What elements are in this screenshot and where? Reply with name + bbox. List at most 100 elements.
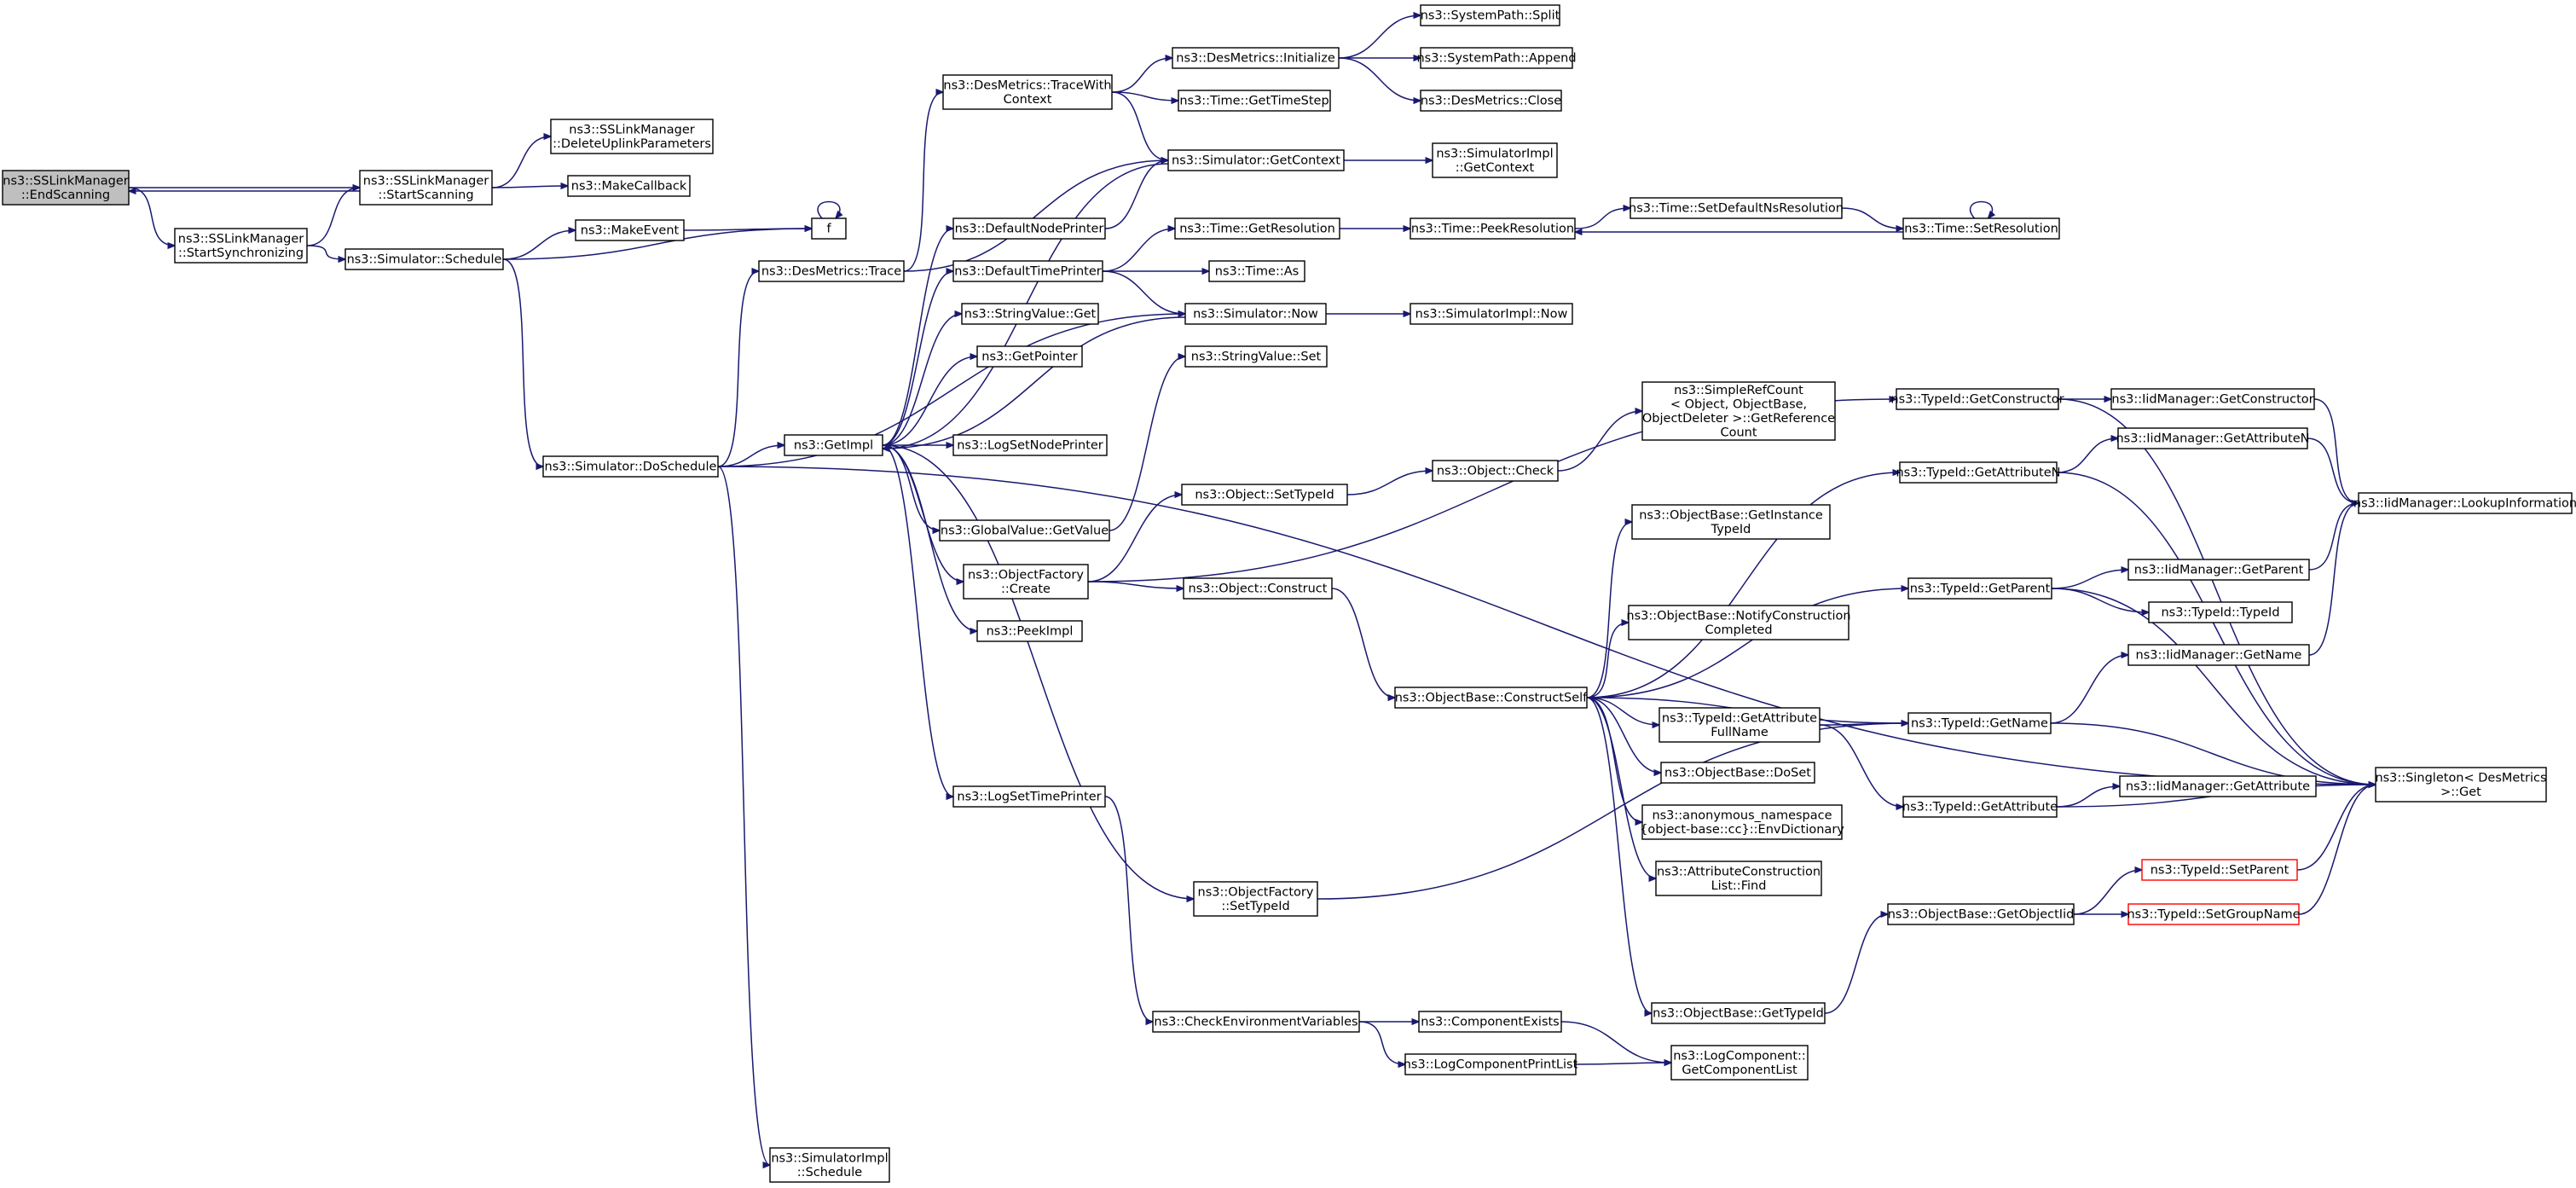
node-box[interactable] [1432,142,1558,178]
node-tiset-group-name[interactable]: ns3::TypeId::SetGroupName [2127,903,2301,925]
node-box[interactable] [1208,260,1305,282]
node-box[interactable] [2127,559,2310,581]
node-sys-append[interactable]: ns3::SystemPath::Append [1416,47,1577,69]
node-box[interactable] [2119,775,2317,797]
node-obget-object-iid[interactable]: ns3::ObjectBase::GetObjectIid [1887,903,2075,925]
node-make-event[interactable]: ns3::MakeEvent [575,219,685,241]
node-box[interactable] [1184,345,1328,368]
node-des-trace[interactable]: ns3::DesMetrics::Trace [758,260,905,282]
node-box[interactable] [1167,149,1345,171]
node-box[interactable] [2127,644,2310,666]
node-box[interactable] [939,519,1110,542]
node-iid-get-attribute-n[interactable]: ns3::IidManager::GetAttributeN [2116,427,2310,449]
node-get-resolution[interactable]: ns3::Time::GetResolution [1174,217,1340,240]
node-obdo-set[interactable]: ns3::ObjectBase::DoSet [1660,762,1815,784]
node-singleton-get[interactable]: ns3::Singleton< DesMetrics>::Get [2375,767,2547,803]
node-box[interactable] [575,219,685,241]
node-box[interactable] [1899,461,2058,484]
node-box[interactable] [550,119,714,154]
node-delete-uplink-parameters[interactable]: ns3::SSLinkManager::DeleteUplinkParamete… [550,119,714,154]
node-des-close[interactable]: ns3::DesMetrics::Close [1420,90,1562,112]
node-get-time-step[interactable]: ns3::Time::GetTimeStep [1178,90,1331,112]
node-box[interactable] [1183,577,1333,600]
node-box[interactable] [1641,381,1836,441]
node-box[interactable] [976,620,1083,642]
node-box[interactable] [942,74,1113,110]
node-des-init[interactable]: ns3::DesMetrics::Initialize [1172,47,1340,69]
node-log-comp-print-list[interactable]: ns3::LogComponentPrintList [1404,1053,1578,1075]
node-box[interactable] [1174,217,1340,240]
node-start-scanning[interactable]: ns3::SSLinkManager::StartScanning [359,170,493,206]
node-box[interactable] [952,217,1106,240]
node-box[interactable] [1658,707,1821,743]
node-construct-self[interactable]: ns3::ObjectBase::ConstructSelf [1394,687,1588,709]
node-tiset-parent[interactable]: ns3::TypeId::SetParent [2141,859,2298,881]
node-box[interactable] [1410,217,1576,240]
node-box[interactable] [2148,601,2293,623]
node-iid-get-attribute[interactable]: ns3::IidManager::GetAttribute [2119,775,2317,797]
node-iid-lookup[interactable]: ns3::IidManager::LookupInformation [2353,492,2576,514]
node-box[interactable] [1420,90,1562,112]
node-check-env[interactable]: ns3::CheckEnvironmentVariables [1152,1011,1360,1033]
node-ofcreate[interactable]: ns3::ObjectFactory::Create [963,564,1089,600]
node-box[interactable] [542,455,719,478]
node-def-time-printer[interactable]: ns3::DefaultTimePrinter [952,260,1103,282]
node-box[interactable] [1628,605,1850,640]
node-ref-count[interactable]: ns3::SimpleRefCount< Object, ObjectBase,… [1641,381,1836,441]
node-box[interactable] [1394,687,1588,709]
node-box[interactable] [1902,796,2058,818]
node-iid-get-parent[interactable]: ns3::IidManager::GetParent [2127,559,2310,581]
node-impl-schedule[interactable]: ns3::SimulatorImpl::Schedule [769,1147,890,1183]
node-sim-now[interactable]: ns3::Simulator::Now [1184,303,1327,325]
node-box[interactable] [1184,303,1327,325]
node-set-default-ns[interactable]: ns3::Time::SetDefaultNsResolution [1629,197,1844,219]
node-get-impl[interactable]: ns3::GetImpl [784,434,883,456]
node-box[interactable] [1404,1053,1577,1075]
node-box[interactable] [1420,47,1573,69]
node-box[interactable] [811,217,847,240]
node-box[interactable] [1432,460,1559,482]
node-impl-now[interactable]: ns3::SimulatorImpl::Now [1410,303,1573,325]
node-log-comp-get-list[interactable]: ns3::LogComponent::GetComponentList [1670,1045,1809,1081]
node-tiget-name[interactable]: ns3::TypeId::GetName [1907,712,2052,734]
node-env-dict[interactable]: ns3::anonymous_namespace{object-base::cc… [1640,804,1844,840]
node-sys-split[interactable]: ns3::SystemPath::Split [1420,4,1560,26]
node-box[interactable] [1660,762,1815,784]
node-tiget-attribute-n[interactable]: ns3::TypeId::GetAttributeN [1896,461,2061,484]
node-box[interactable] [1410,303,1573,325]
node-box[interactable] [1902,217,2060,240]
node-box[interactable] [976,345,1083,368]
node-time-as[interactable]: ns3::Time::As [1208,260,1305,282]
node-gvget-value[interactable]: ns3::GlobalValue::GetValue [939,519,1110,542]
node-box[interactable] [769,1147,890,1183]
node-sim-schedule[interactable]: ns3::Simulator::Schedule [344,248,504,270]
node-box[interactable] [758,260,905,282]
node-box[interactable] [1907,712,2052,734]
node-str-get[interactable]: ns3::StringValue::Get [961,303,1099,325]
node-tiget-constructor[interactable]: ns3::TypeId::GetConstructor [1890,388,2064,410]
node-f[interactable]: f [811,217,847,240]
node-box[interactable] [784,434,883,456]
node-iid-get-constructor[interactable]: ns3::IidManager::GetConstructor [2110,388,2315,410]
node-end-scanning[interactable]: ns3::SSLinkManager::EndScanning [2,170,130,206]
node-do-schedule[interactable]: ns3::Simulator::DoSchedule [542,455,719,478]
node-box[interactable] [2375,767,2547,803]
node-box[interactable] [2141,859,2298,881]
node-box[interactable] [2358,492,2573,514]
node-box[interactable] [1152,1011,1360,1033]
node-iid-get-name[interactable]: ns3::IidManager::GetName [2127,644,2310,666]
node-box[interactable] [174,228,308,264]
node-ofset-type-id[interactable]: ns3::ObjectFactory::SetTypeId [1193,881,1318,917]
node-box[interactable] [2127,903,2300,925]
node-box[interactable] [344,248,504,270]
node-box[interactable] [1887,903,2075,925]
node-obj-construct[interactable]: ns3::Object::Construct [1183,577,1333,600]
node-start-synchronizing[interactable]: ns3::SSLinkManager::StartSynchronizing [174,228,308,264]
node-obj-set-type-id[interactable]: ns3::Object::SetTypeId [1181,484,1348,506]
node-box[interactable] [2110,388,2315,410]
node-box[interactable] [963,564,1089,600]
node-log-set-node-printer[interactable]: ns3::LogSetNodePrinter [952,434,1108,456]
